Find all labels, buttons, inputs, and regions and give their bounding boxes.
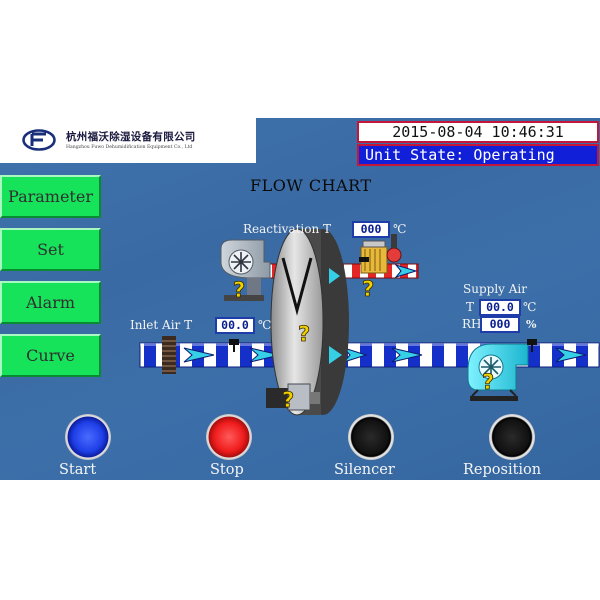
unit-state-display: Unit State: Operating	[357, 144, 599, 166]
reactivation-temp-label: Reactivation T	[243, 222, 332, 236]
supply-air-label: Supply Air	[463, 282, 527, 296]
reposition-label: Reposition	[463, 462, 542, 478]
reposition-button[interactable]	[489, 414, 535, 460]
question-mark-icon: ?	[362, 277, 374, 301]
silencer-label: Silencer	[334, 462, 395, 478]
supply-air-rh-label: RH	[462, 317, 482, 331]
supply-air-t-label: T	[466, 300, 475, 314]
rotor-motor-icon	[266, 383, 320, 411]
supply-air-temp-unit: ℃	[523, 300, 537, 314]
unit-state-value: Operating	[473, 146, 555, 164]
stop-label: Stop	[210, 462, 244, 478]
reactivation-valve-icon	[386, 234, 402, 263]
parameter-button[interactable]: Parameter	[0, 175, 101, 218]
reactivation-temp-unit: ℃	[393, 222, 407, 236]
inlet-air-temp-unit: ℃	[258, 318, 272, 332]
supply-air-temp-value: 00.0	[479, 299, 521, 316]
supply-air-rh-unit: %	[526, 318, 537, 331]
page-title: FLOW CHART	[250, 176, 372, 195]
process-flow-arrows	[183, 346, 587, 364]
question-mark-icon: ?	[282, 388, 294, 412]
logo-icon	[22, 129, 56, 151]
alarm-button[interactable]: Alarm	[0, 281, 101, 324]
supply-fan-icon	[467, 343, 529, 401]
supply-sensor-icon	[527, 339, 537, 352]
reactivation-fan-icon	[220, 239, 271, 301]
inlet-filter	[162, 336, 176, 374]
start-button[interactable]	[65, 414, 111, 460]
start-label: Start	[59, 462, 97, 478]
inlet-air-temp-value: 00.0	[215, 317, 255, 334]
inlet-temp-sensor-icon	[229, 339, 239, 352]
datetime-display: 2015-08-04 10:46:31	[357, 121, 599, 143]
company-logo: 杭州福沃除湿设备有限公司 Hangzhou Fuwo Dehumidificat…	[0, 118, 256, 163]
curve-button[interactable]: Curve	[0, 334, 101, 377]
question-mark-icon: ?	[482, 370, 494, 394]
stop-button[interactable]	[206, 414, 252, 460]
question-mark-icon: ?	[233, 278, 245, 302]
company-name-en: Hangzhou Fuwo Dehumidification Equipment…	[66, 145, 193, 150]
company-name-cn: 杭州福沃除湿设备有限公司	[66, 131, 196, 143]
unit-state-label: Unit State:	[365, 146, 474, 164]
reactivation-sensor-icon	[359, 257, 369, 262]
silencer-button[interactable]	[348, 414, 394, 460]
question-mark-icon: ?	[298, 322, 310, 346]
reactivation-temp-value: 000	[352, 221, 390, 238]
supply-air-rh-value: 000	[480, 316, 520, 333]
inlet-air-temp-label: Inlet Air T	[130, 318, 193, 332]
set-button[interactable]: Set	[0, 228, 101, 271]
